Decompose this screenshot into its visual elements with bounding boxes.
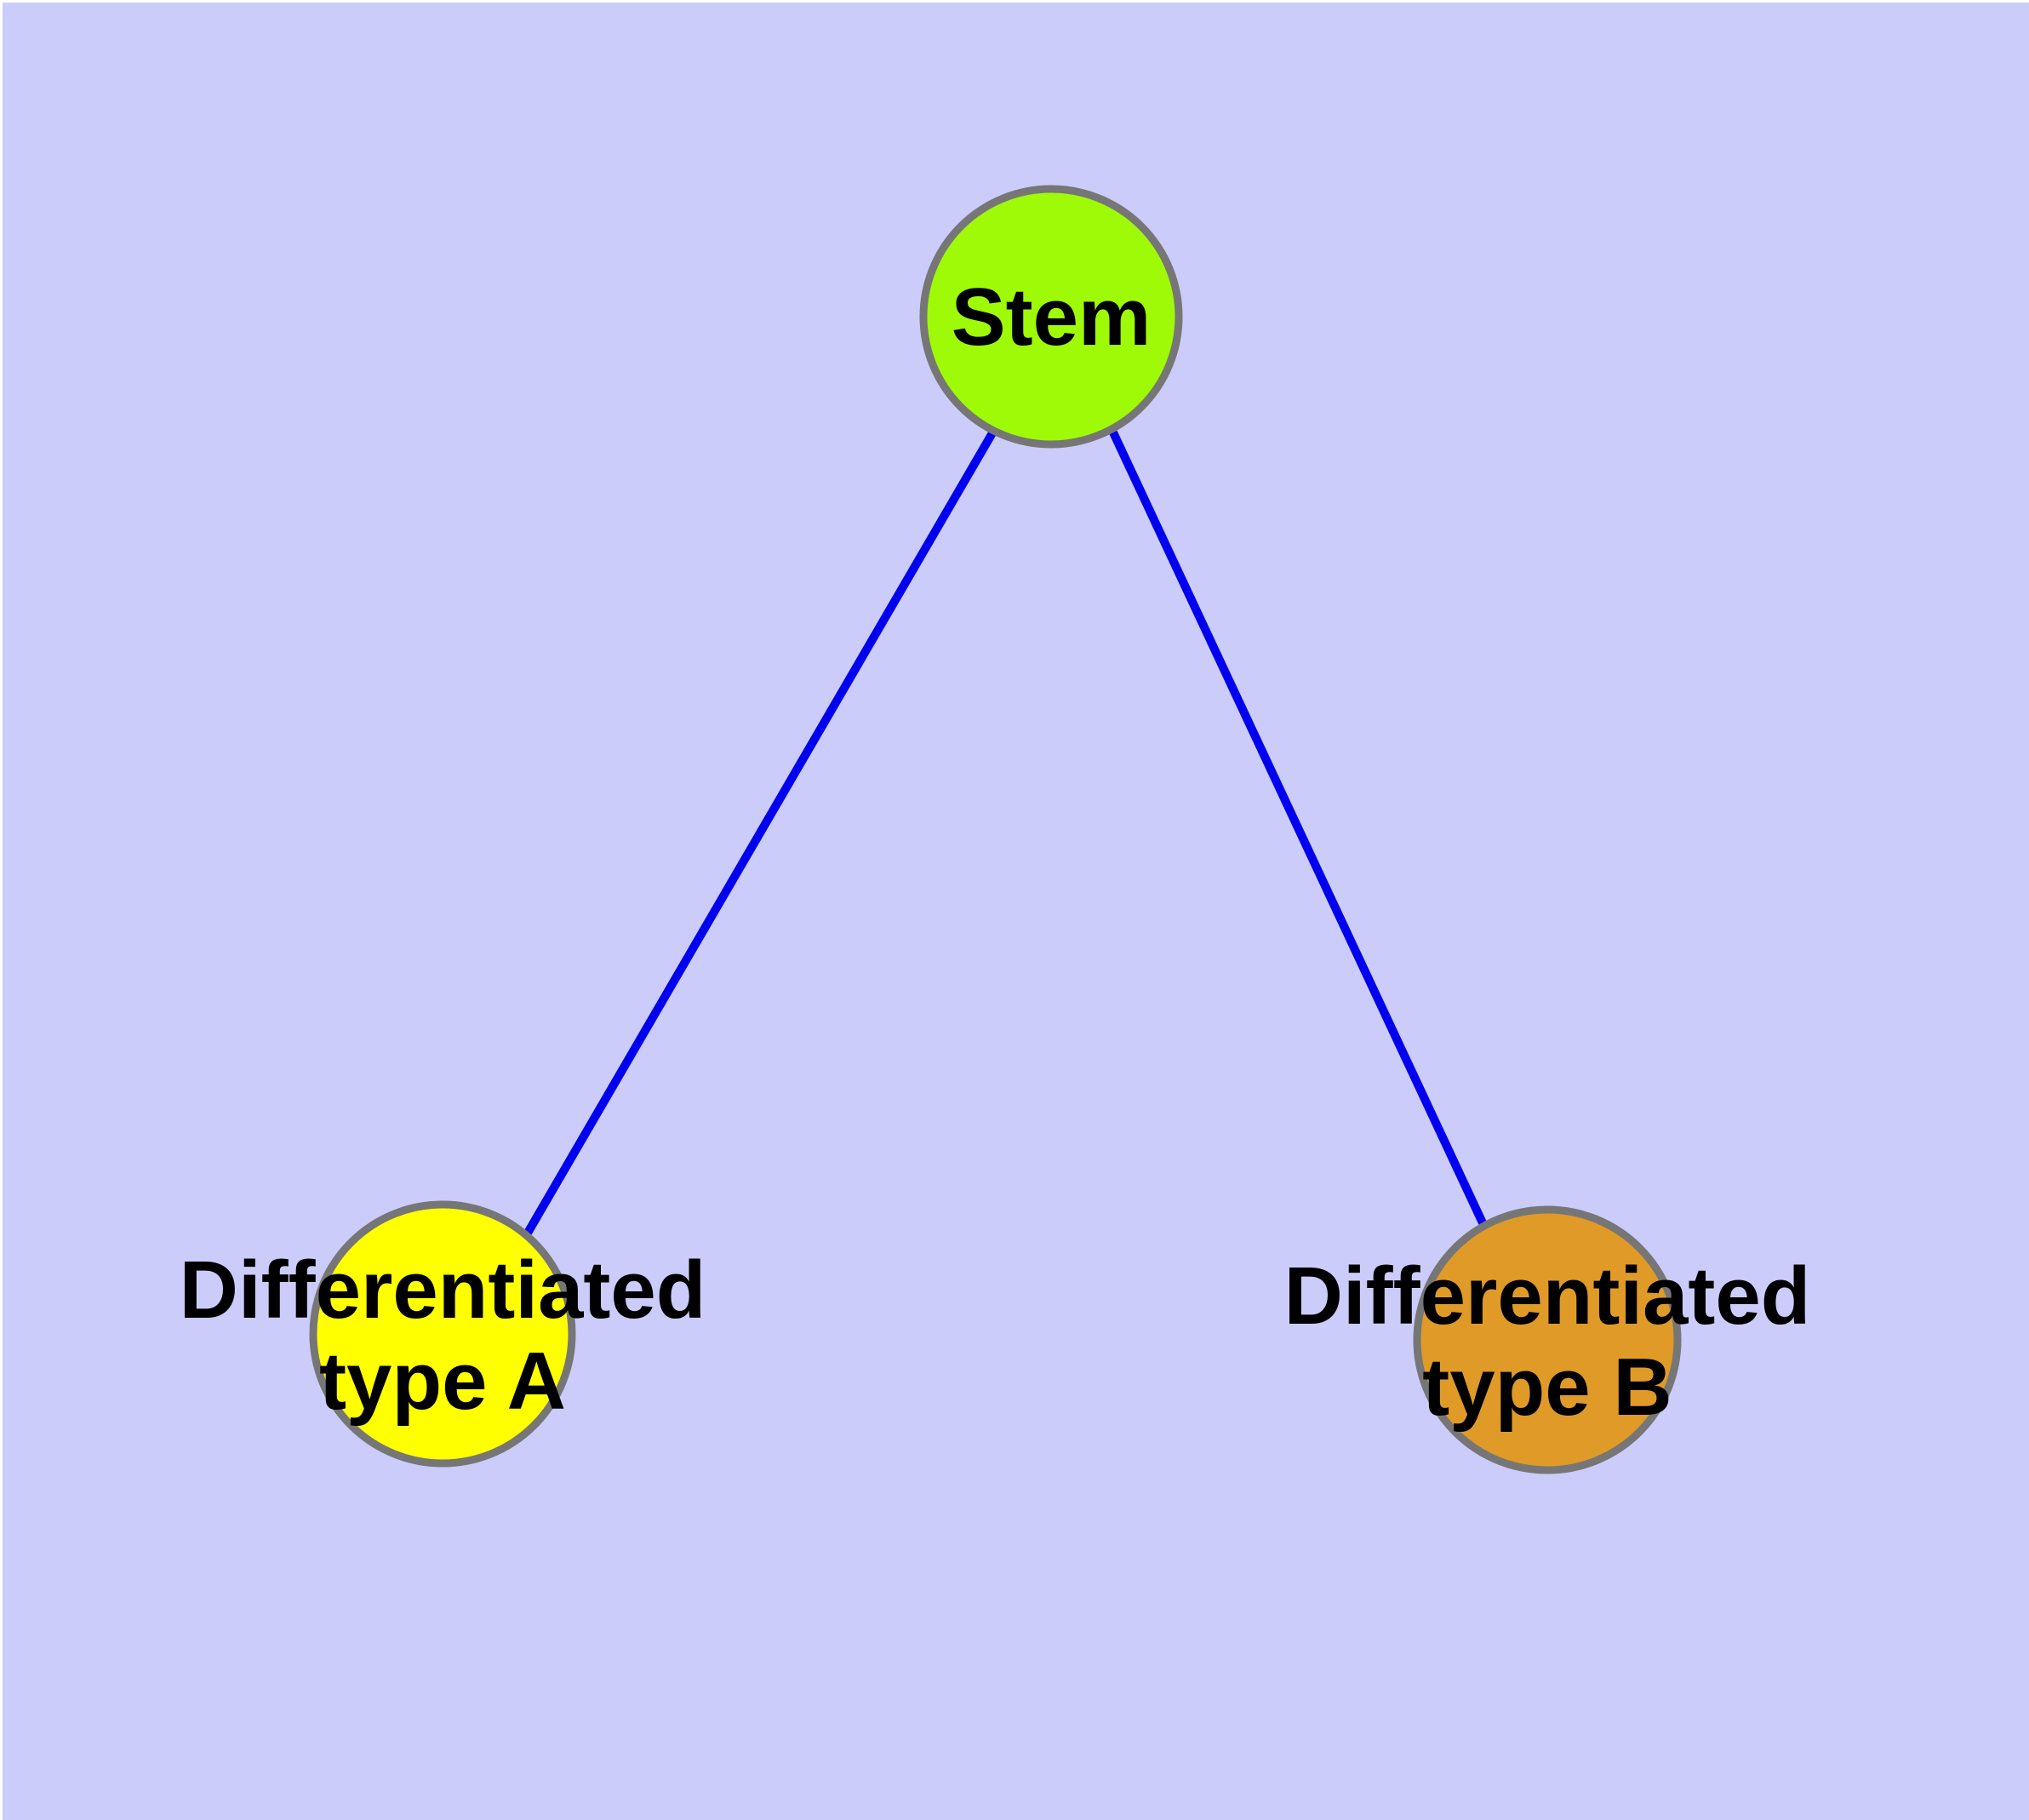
nodes-layer — [309, 185, 1682, 1474]
edge-stem-to-differentiated-type-a[interactable] — [523, 429, 997, 1237]
node-stem-label: Stem — [952, 272, 1152, 363]
node-stem-circle[interactable] — [919, 185, 1183, 449]
edge-stem-to-differentiated-type-b[interactable] — [1109, 430, 1489, 1231]
node-differentiated-type-b-circle[interactable] — [1413, 1205, 1682, 1474]
node-differentiated-type-a-circle[interactable] — [309, 1200, 576, 1468]
edges-layer — [523, 429, 1489, 1237]
